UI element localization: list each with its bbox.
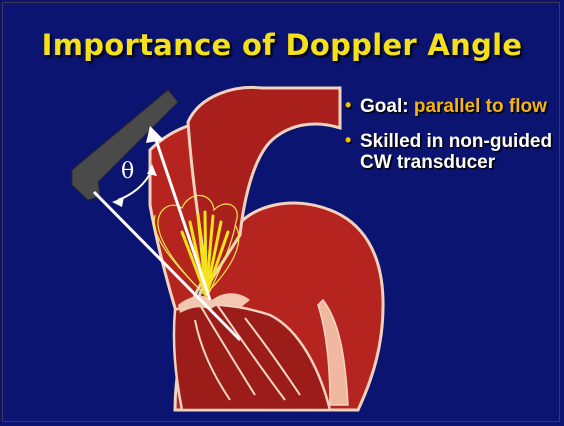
- bullet-skilled: • Skilled in non-guided CW transducer: [344, 131, 559, 173]
- angle-arc-head-2: [112, 197, 124, 207]
- bullet-icon: •: [345, 130, 351, 151]
- bullet-list: • Goal: parallel to flow • Skilled in no…: [344, 96, 559, 187]
- bullet-skilled-text: Skilled in non-guided CW transducer: [360, 131, 552, 173]
- bullet-goal: • Goal: parallel to flow: [344, 96, 559, 117]
- theta-label: θ: [121, 159, 134, 184]
- bullet-goal-highlight: parallel to flow: [414, 96, 547, 117]
- bullet-goal-text: Goal:: [360, 96, 414, 117]
- bullet-icon: •: [345, 95, 351, 116]
